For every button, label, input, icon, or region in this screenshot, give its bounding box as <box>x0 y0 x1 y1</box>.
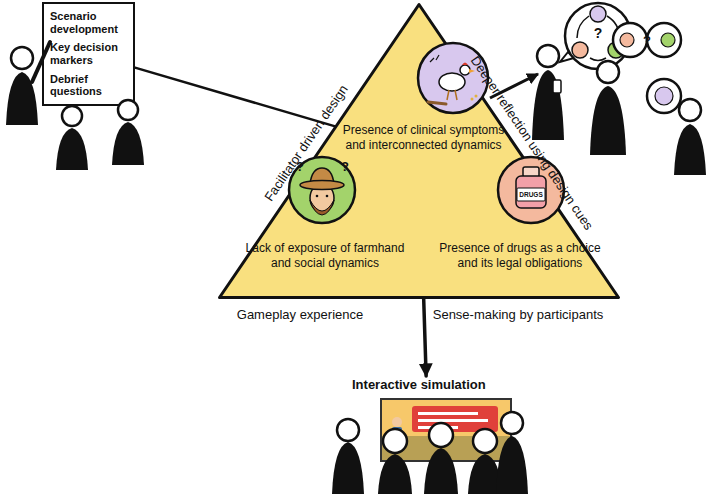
cycle-arrow <box>577 16 589 38</box>
screen-line <box>418 426 458 429</box>
speech-bubble <box>647 79 681 113</box>
chicken-icon <box>655 87 673 105</box>
node-text: Presence of drugs as a choice and its le… <box>435 241 605 271</box>
screen-line <box>418 419 488 422</box>
person-head <box>537 45 559 67</box>
node-heading: Interactive simulation <box>340 376 515 394</box>
node-text: Lack of exposure of farmhand and social … <box>240 241 410 271</box>
screen-line <box>418 412 478 415</box>
connector-line <box>135 68 335 127</box>
bottle-label-text: DRUGS <box>519 192 542 199</box>
farmer-icon <box>608 42 624 58</box>
node-text: Presence of clinical symptoms and interc… <box>336 123 511 153</box>
node-text: Scenario development <box>50 10 127 35</box>
node-text: Debrief questions <box>50 73 127 98</box>
person-body <box>56 128 88 170</box>
bubble-tail <box>560 52 574 62</box>
person-head <box>11 47 33 69</box>
connector-arrow <box>424 299 426 376</box>
speech-bubble <box>647 23 681 57</box>
chicken-icon <box>590 6 606 22</box>
question-mark: ? <box>341 160 349 173</box>
screen-character <box>392 427 402 449</box>
person-head <box>337 419 359 441</box>
person-body <box>532 70 564 140</box>
screen-dialog <box>412 406 498 432</box>
side-label: Sense-making by participants <box>433 308 604 321</box>
side-label: Gameplay experience <box>237 308 363 321</box>
speech-bubble <box>613 23 647 57</box>
question-mark: ? <box>296 160 304 173</box>
person-body <box>332 442 364 494</box>
person-body <box>378 454 412 494</box>
question-mark: ? <box>594 26 603 40</box>
person-body <box>112 122 144 165</box>
person-body <box>468 454 502 494</box>
person-body <box>674 124 706 175</box>
scenario-board: Scenario developmentKey decision markers… <box>42 2 135 106</box>
drugs-icon <box>572 42 588 58</box>
person-body <box>590 86 626 155</box>
person-head <box>679 99 701 121</box>
simulation-screen: Interactive simulation <box>340 376 515 462</box>
question-mark: ? <box>643 34 651 47</box>
concept-triangle: Presence of clinical symptoms and interc… <box>218 3 620 299</box>
screen-frame <box>380 398 512 462</box>
screen-image <box>382 400 510 460</box>
cycle-arrow <box>607 16 619 38</box>
person-body <box>6 72 38 125</box>
farmer-icon <box>661 33 675 47</box>
person-head <box>62 106 82 126</box>
drugs-icon <box>620 33 634 47</box>
hen-comb <box>462 63 468 66</box>
node-text: Key decision markers <box>50 41 127 66</box>
person-head <box>597 61 619 83</box>
cycle-arrow <box>590 58 606 61</box>
phone-icon <box>553 80 561 93</box>
triangle-outline <box>220 5 619 298</box>
thought-bubble <box>565 3 631 69</box>
screen-character <box>392 417 402 427</box>
